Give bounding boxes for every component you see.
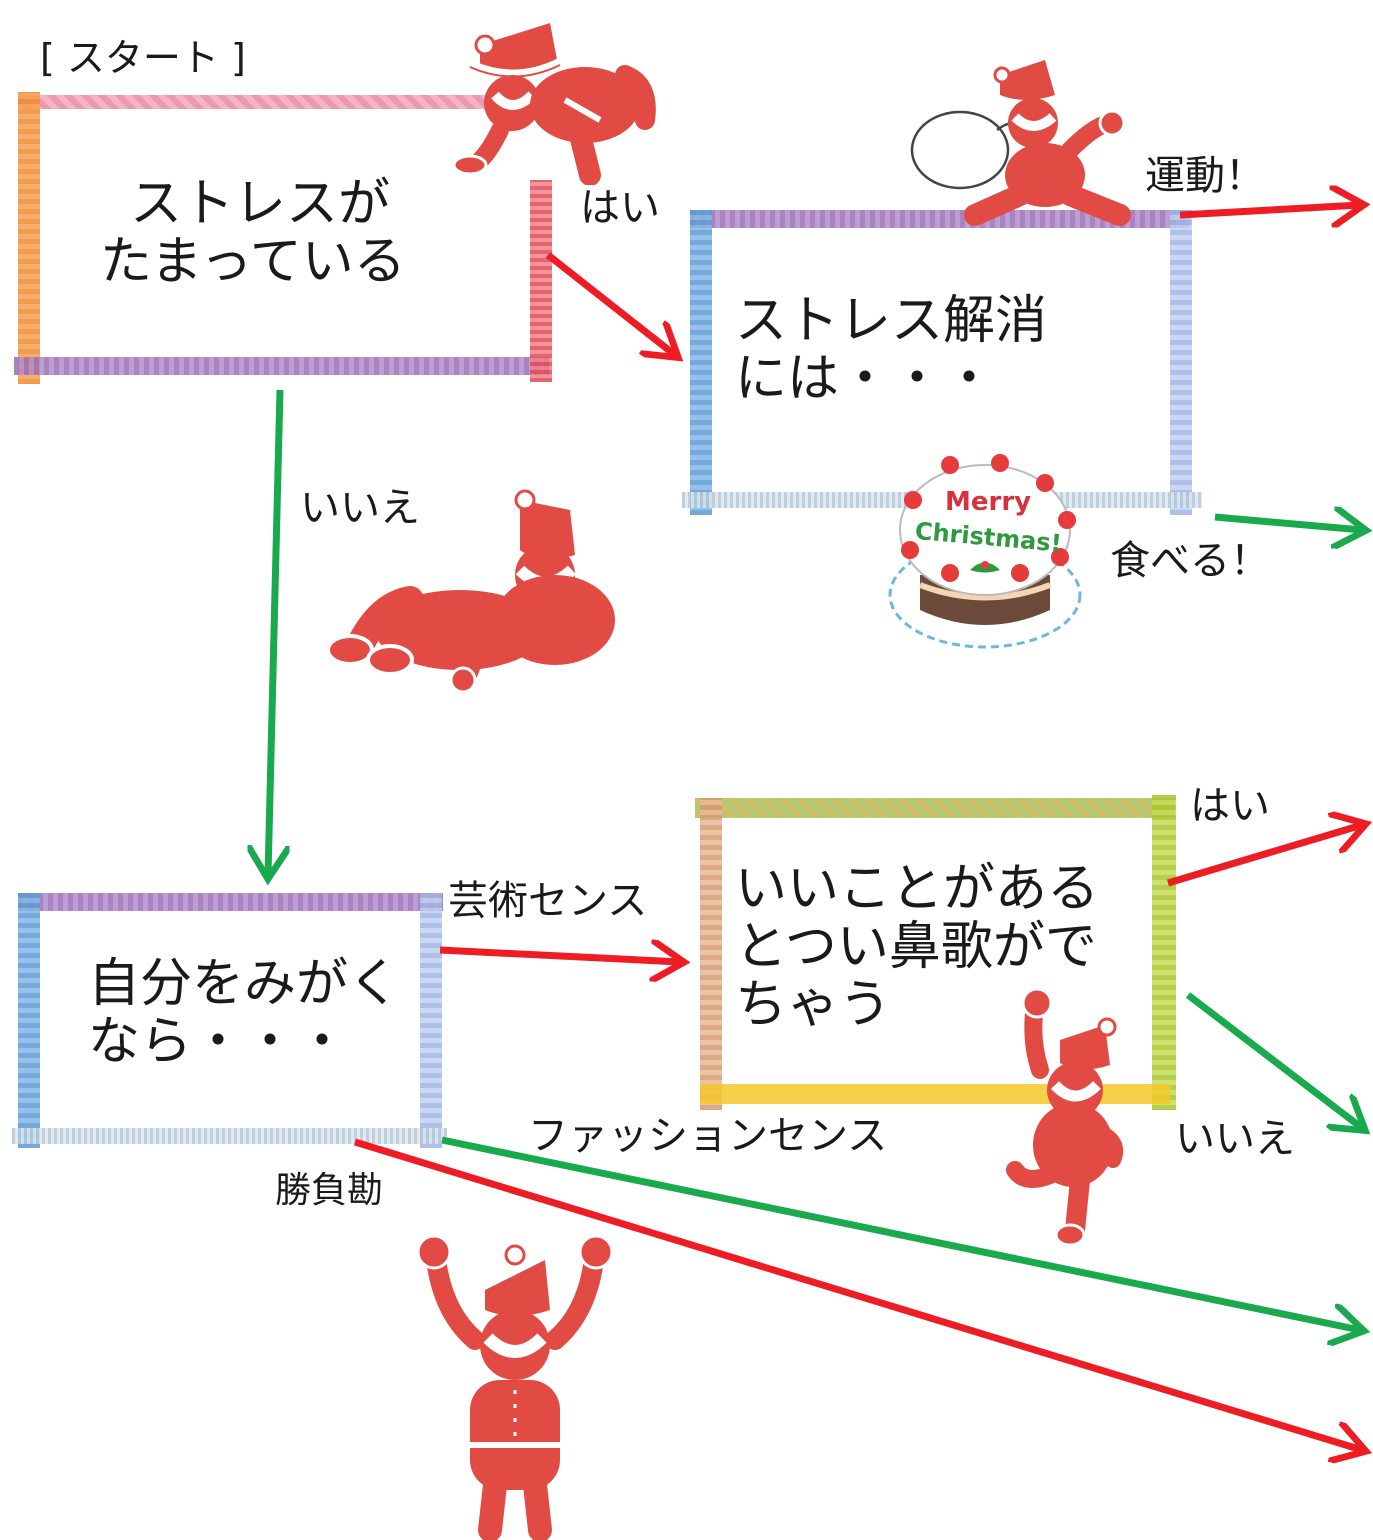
- santa-lying-down-icon: [326, 489, 615, 694]
- box-stress-text: ストレスが たまっている: [100, 175, 406, 291]
- start-label: [ スタート ]: [40, 36, 246, 80]
- arrow-art-sense: [439, 950, 680, 962]
- box-relief-line-2: には・・・: [735, 349, 996, 409]
- santa-climbing-icon: [452, 23, 656, 185]
- label-yes-1: はい: [580, 185, 660, 231]
- box-polish-line-2: なら・・・: [88, 1012, 349, 1072]
- tape-right: [1170, 210, 1192, 515]
- tape-left: [18, 92, 40, 384]
- tape-right: [420, 893, 442, 1148]
- santa-jumping-icon: [1006, 987, 1124, 1247]
- santa-carrying-sack-icon: [910, 60, 1131, 226]
- box-stress-line-2: たまっている: [100, 232, 406, 292]
- tape-top: [18, 893, 443, 911]
- box-relief-line-1: ストレス解消: [735, 291, 1048, 351]
- box-polish-text: 自分をみがく なら・・・: [88, 955, 400, 1071]
- tape-left: [18, 893, 40, 1148]
- tape-right: [1152, 795, 1176, 1110]
- santa-cheering-icon: [416, 1234, 614, 1540]
- arrow-yes-to-relief: [545, 252, 675, 355]
- arrow-eat: [1214, 517, 1362, 530]
- tape-top: [690, 210, 1190, 228]
- arrow-hum-no: [1185, 992, 1362, 1128]
- label-eat: 食べる！: [1110, 538, 1270, 584]
- tape-bottom: [14, 357, 549, 375]
- tape-bottom: [12, 1128, 447, 1144]
- arrow-hum-yes: [1166, 825, 1362, 887]
- tape-left: [700, 798, 722, 1110]
- tape-right: [530, 180, 552, 382]
- arrow-fashion-sense: [441, 1136, 1360, 1330]
- christmas-cake-icon: Merry Christmas!: [888, 454, 1082, 649]
- box-relief-text: ストレス解消 には・・・: [735, 292, 1047, 408]
- label-art-sense: 芸術センス: [448, 878, 648, 924]
- label-no-2: いいえ: [1175, 1116, 1295, 1162]
- arrow-exercise: [1179, 205, 1360, 215]
- tape-top: [695, 798, 1175, 818]
- label-competitive: 勝負勘: [275, 1170, 384, 1211]
- arrow-competitive: [353, 1138, 1362, 1450]
- tape-top: [18, 95, 538, 109]
- label-yes-2: はい: [1190, 783, 1270, 829]
- label-exercise: 運動！: [1145, 153, 1265, 199]
- cake-text-merry: Merry: [945, 487, 1031, 517]
- box-hum-line-3: ちゃう: [735, 975, 892, 1035]
- box-hum-text: いいことがある とつい鼻歌がで ちゃう: [735, 860, 1099, 1034]
- box-hum-line-1: いいことがある: [735, 859, 1100, 919]
- arrow-no-to-polish: [268, 389, 280, 875]
- label-fashion-sense: ファッションセンス: [528, 1113, 888, 1159]
- box-stress-line-1: ストレスが: [130, 174, 391, 234]
- box-polish-line-1: 自分をみがく: [88, 954, 401, 1014]
- box-hum-line-2: とつい鼻歌がで: [735, 917, 1097, 977]
- tape-left: [690, 210, 712, 515]
- label-no-1: いいえ: [300, 485, 420, 531]
